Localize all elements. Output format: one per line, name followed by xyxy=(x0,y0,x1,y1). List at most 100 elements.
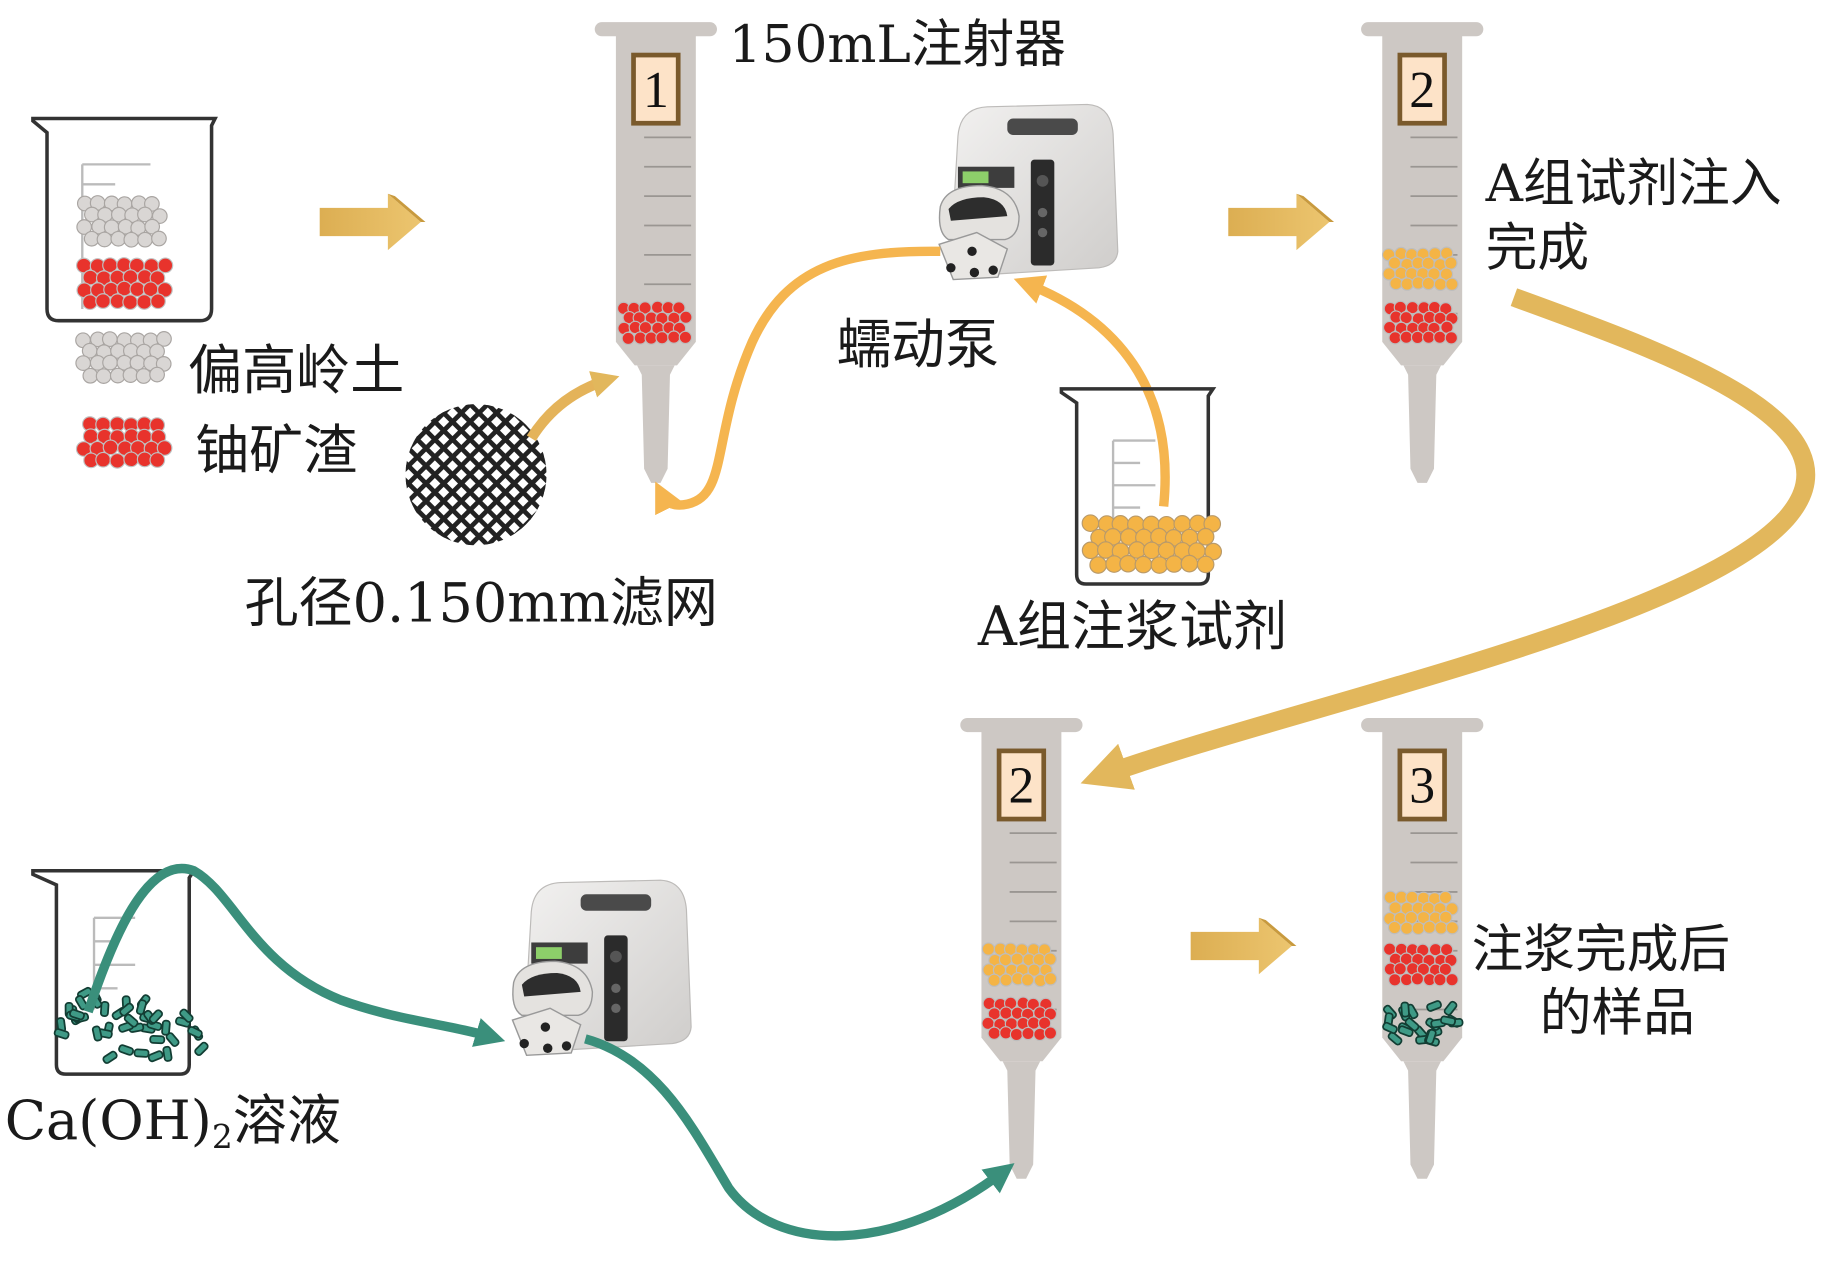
pump-port xyxy=(1037,207,1048,218)
pump-head-lever xyxy=(521,973,581,997)
caoh2-particle xyxy=(99,1001,110,1017)
syringe-3: 3 xyxy=(1361,717,1484,1179)
syringe-number: 1 xyxy=(643,62,669,119)
pump-port xyxy=(1037,227,1048,238)
arrow-shade xyxy=(1296,193,1335,222)
reagent-a-particle xyxy=(1180,554,1199,573)
caoh2-particle xyxy=(147,1050,164,1063)
slag-particle xyxy=(122,294,139,311)
reagent_a-layer xyxy=(1383,890,1459,936)
pump-screw xyxy=(988,265,998,275)
pump-screw xyxy=(969,267,980,278)
slag-particle xyxy=(1021,1026,1035,1041)
pump-display-digits xyxy=(962,171,989,184)
caoh2-particle xyxy=(1425,1028,1437,1045)
pump-screw xyxy=(946,263,956,273)
reagent_a-particle xyxy=(1422,920,1437,934)
slag-particle xyxy=(1037,1016,1052,1030)
beaker-reagent-a xyxy=(1059,387,1223,586)
kaolin-particle xyxy=(110,230,127,247)
slag-particle xyxy=(1393,962,1407,976)
caoh2-particle xyxy=(187,1026,203,1039)
legend: 偏高岭土 铀矿渣 xyxy=(75,331,404,482)
kaolin-particles xyxy=(76,195,168,248)
slag-particle xyxy=(136,294,153,310)
kaolin-particle xyxy=(95,368,112,384)
kaolin-particle xyxy=(156,331,172,347)
slag-particle xyxy=(157,257,174,274)
slag-particle xyxy=(1399,330,1413,344)
reagent-a-particle xyxy=(1119,554,1137,573)
mesh-strand xyxy=(480,404,547,546)
slag-particle xyxy=(150,293,166,310)
syringe-number-box xyxy=(1397,52,1447,126)
slag-particle xyxy=(95,293,111,309)
caoh2-particle xyxy=(161,1019,171,1036)
slag-particle xyxy=(109,452,126,469)
syringe-nozzle xyxy=(1403,1061,1442,1179)
reagent-a-particle xyxy=(1150,556,1169,574)
reagent_a-particle xyxy=(1400,277,1414,291)
slag-particle xyxy=(95,451,111,468)
legend-label-uranium-slag: 铀矿渣 xyxy=(195,419,357,482)
mesh-strand xyxy=(480,404,547,546)
reagent_a-particle xyxy=(1439,267,1454,281)
slag-particle xyxy=(123,451,140,468)
peristaltic-pump-bottom xyxy=(511,879,692,1057)
pump-to-syringe-1-tube xyxy=(655,246,941,516)
arrow-shade xyxy=(387,193,426,222)
reagent_a-particle xyxy=(1434,921,1448,935)
mesh-strand xyxy=(462,404,547,546)
pump-screw xyxy=(543,1043,553,1053)
kaolin-particle xyxy=(151,208,168,224)
syringe-number-box xyxy=(1397,748,1447,822)
caoh2-particle xyxy=(1404,1017,1420,1032)
slag-particle xyxy=(678,330,693,345)
reagent_a-layer xyxy=(981,942,1058,988)
slag-particle xyxy=(1410,330,1425,345)
legend-slag-swatch xyxy=(75,416,173,469)
reagent-a-particle xyxy=(1134,555,1153,574)
caoh2-particle xyxy=(1443,1000,1458,1016)
caoh2-label: Ca(OH)2溶液 xyxy=(5,1089,341,1156)
pump-top-window xyxy=(580,894,652,911)
slag-particle xyxy=(1433,330,1447,344)
caoh2-particle xyxy=(133,1048,150,1058)
arrow-shape xyxy=(319,193,421,251)
pump-port xyxy=(611,1003,621,1013)
slag-particle xyxy=(679,310,693,324)
mesh-strand xyxy=(409,404,547,546)
caoh2-particle xyxy=(118,1044,134,1056)
beaker-caoh2 xyxy=(31,869,209,1076)
reagent-a-label: A组注浆试剂 xyxy=(977,595,1287,658)
right-arrow-icon xyxy=(1190,917,1297,975)
caoh2-particle xyxy=(162,1045,173,1062)
beaker-outline xyxy=(1059,387,1217,586)
final-sample-label-line2: 的样品 xyxy=(1540,984,1695,1044)
syringe-number-box xyxy=(996,748,1047,822)
pump-head-lever xyxy=(948,197,1008,221)
reagent_a-particle xyxy=(1043,952,1057,966)
mesh-strand xyxy=(515,404,547,546)
syringe-flange xyxy=(594,22,717,37)
syringe-number: 2 xyxy=(1008,758,1034,815)
pump-display-digits xyxy=(535,947,562,959)
syringe-number-box xyxy=(631,52,681,126)
caoh2-particle xyxy=(194,1041,209,1056)
slag-particle xyxy=(149,452,166,468)
arrow-shape xyxy=(1190,917,1292,975)
kaolin-particle xyxy=(102,354,118,371)
caoh2-particles xyxy=(53,986,209,1064)
slag-particle xyxy=(1388,973,1402,987)
slag-particle xyxy=(1445,972,1459,987)
syringe-number: 2 xyxy=(1409,62,1435,119)
slag-particle xyxy=(157,281,173,298)
syringe-flange xyxy=(1361,22,1484,37)
filter-mesh-label: 孔径0.150mm滤网 xyxy=(244,572,717,635)
kaolin-particle xyxy=(96,231,113,248)
reagent_a-particle xyxy=(1400,921,1414,935)
reagent-a-done-label-line1: A组试剂注入 xyxy=(1485,154,1782,214)
reagent-a-particle xyxy=(1196,527,1215,546)
caoh2-layer xyxy=(1382,1000,1464,1047)
slag-particle xyxy=(1410,972,1425,986)
